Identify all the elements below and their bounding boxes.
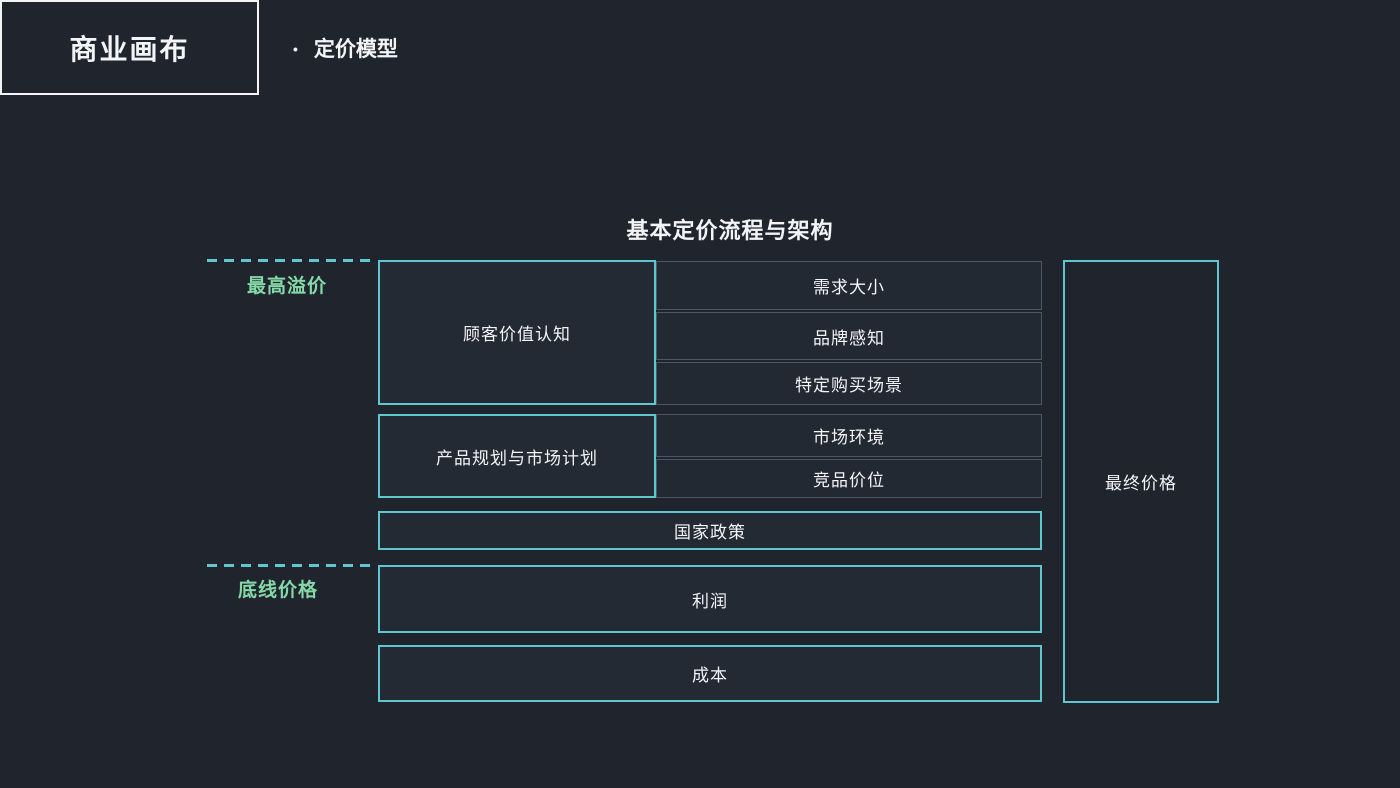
marker-max-premium: 最高溢价 (247, 276, 328, 297)
top-dashed-line (207, 259, 377, 262)
bullet-icon: • (293, 40, 298, 57)
box-cost: 成本 (378, 645, 1042, 702)
box-customer-value-label: 顾客价值认知 (463, 325, 571, 344)
box-customer-value: 顾客价值认知 (378, 260, 656, 405)
factor-competitor-price: 竞品价位 (656, 459, 1042, 498)
box-profit: 利润 (378, 565, 1042, 633)
box-product-planning-label: 产品规划与市场计划 (436, 448, 598, 468)
factor-market-environment-label: 市场环境 (813, 428, 885, 447)
box-product-planning: 产品规划与市场计划 (378, 414, 656, 498)
canvas-title-box: 商业画布 (0, 0, 259, 95)
box-final-price-label: 最终价格 (1105, 474, 1177, 493)
model-subtitle: • 定价模型 (293, 0, 398, 95)
factor-brand-perception: 品牌感知 (656, 312, 1042, 360)
box-national-policy: 国家政策 (378, 511, 1042, 550)
factor-brand-perception-label: 品牌感知 (813, 328, 885, 348)
factor-demand-size-label: 需求大小 (813, 278, 885, 297)
box-cost-label: 成本 (692, 666, 728, 685)
bottom-dashed-line (207, 564, 377, 567)
box-national-policy-label: 国家政策 (674, 523, 746, 542)
model-label: 定价模型 (313, 37, 398, 61)
factor-competitor-price-label: 竞品价位 (813, 471, 885, 490)
box-final-price: 最终价格 (1063, 260, 1219, 703)
factor-demand-size: 需求大小 (656, 261, 1042, 310)
factor-purchase-scenario: 特定购买场景 (656, 362, 1042, 405)
canvas-title: 商业画布 (69, 33, 190, 65)
box-profit-label: 利润 (692, 591, 728, 611)
marker-floor-price: 底线价格 (238, 580, 319, 601)
factor-market-environment: 市场环境 (656, 414, 1042, 457)
factor-purchase-scenario-label: 特定购买场景 (795, 376, 903, 395)
diagram-title: 基本定价流程与架构 (626, 218, 834, 243)
